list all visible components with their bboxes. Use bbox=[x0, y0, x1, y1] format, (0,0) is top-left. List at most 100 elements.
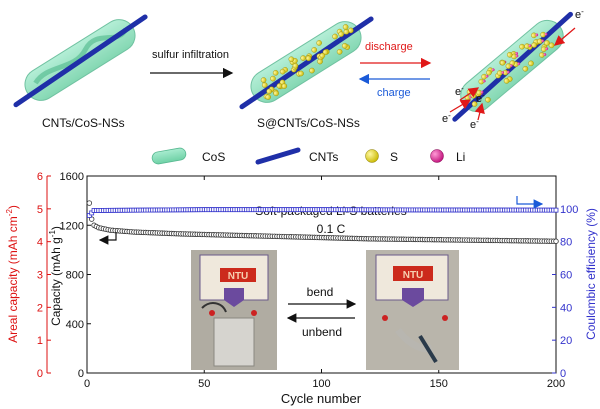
capacity-tick-label: 1200 bbox=[60, 220, 84, 232]
lithium-dot bbox=[517, 62, 521, 66]
sulfur-dot bbox=[298, 70, 304, 77]
x-tick-label: 200 bbox=[547, 378, 565, 390]
legend-item-s: S bbox=[365, 149, 398, 164]
sulfur-dot bbox=[502, 69, 509, 76]
electron-label: e- bbox=[442, 111, 451, 125]
bend-label: bend bbox=[307, 285, 334, 299]
efficiency-tick-label: 100 bbox=[560, 204, 578, 216]
capacity-point bbox=[86, 200, 93, 206]
sulfur-dot bbox=[486, 69, 492, 76]
efficiency-axis-label: Coulombic efficiency (%) bbox=[584, 208, 598, 340]
capacity-tick-label: 400 bbox=[66, 319, 84, 331]
sulfur-dot bbox=[540, 31, 546, 38]
electron-arrow bbox=[449, 99, 472, 113]
tube-stage3 bbox=[452, 11, 573, 122]
efficiency-tick-label: 80 bbox=[560, 237, 572, 249]
lithium-dot bbox=[509, 64, 513, 68]
areal-tick-label: 0 bbox=[37, 368, 43, 380]
sulfur-dot bbox=[485, 96, 491, 103]
legend-item-cos: CoS bbox=[151, 147, 225, 165]
sulfur-dot bbox=[300, 55, 306, 61]
areal-tick-label: 1 bbox=[37, 335, 43, 347]
svg-text:Li: Li bbox=[456, 150, 465, 164]
electron-arrow bbox=[474, 102, 485, 121]
sulfur-dot bbox=[281, 83, 288, 89]
legend: CoS CNTs S Li bbox=[151, 147, 465, 165]
sulfur-dot bbox=[272, 70, 279, 76]
sulfur-dot bbox=[544, 40, 550, 46]
lithium-dot bbox=[544, 32, 548, 36]
sulfur-dot bbox=[336, 49, 343, 55]
sulfur-dot bbox=[292, 62, 299, 69]
lithium-dot bbox=[545, 47, 549, 51]
svg-text:S: S bbox=[390, 150, 398, 164]
lithium-dot bbox=[535, 33, 539, 37]
efficiency-tick-label: 0 bbox=[560, 368, 566, 380]
svg-text:CNTs: CNTs bbox=[309, 150, 338, 164]
efficiency-series bbox=[86, 207, 559, 218]
tube-stage1 bbox=[13, 14, 148, 108]
sulfur-dot bbox=[279, 68, 286, 75]
sulfur-dot bbox=[266, 88, 272, 95]
legend-item-li: Li bbox=[430, 149, 465, 164]
schematic: CNTs/CoS-NSs sulfur infiltration S@CNTs/… bbox=[13, 7, 584, 131]
efficiency-tick-label: 60 bbox=[560, 270, 572, 282]
tube-stage2 bbox=[239, 16, 374, 110]
sulfur-dot bbox=[316, 40, 322, 46]
lithium-dot bbox=[506, 70, 510, 74]
sulfur-dot bbox=[276, 83, 283, 89]
arrow1-label: sulfur infiltration bbox=[152, 49, 229, 61]
areal-tick-label: 5 bbox=[37, 204, 43, 216]
svg-text:NTU: NTU bbox=[228, 271, 249, 282]
efficiency-point bbox=[553, 207, 559, 213]
stage1-label: CNTs/CoS-NSs bbox=[42, 116, 125, 130]
lithium-dot bbox=[541, 39, 545, 43]
sulfur-dot bbox=[531, 32, 537, 39]
lithium-dot bbox=[515, 54, 519, 58]
electron-label: e- bbox=[476, 91, 485, 105]
chart-subtitle: 0.1 C bbox=[317, 222, 346, 236]
capacity-axis-label: Capacity (mAh g-1) bbox=[48, 226, 63, 326]
sulfur-dot bbox=[478, 78, 485, 85]
electron-arrow bbox=[459, 87, 480, 101]
sulfur-dot bbox=[273, 90, 279, 97]
sulfur-dot bbox=[519, 43, 525, 50]
legend-item-cnts: CNTs bbox=[255, 147, 338, 165]
sulfur-dot bbox=[539, 52, 545, 58]
sulfur-dot bbox=[548, 42, 555, 49]
sulfur-dot bbox=[524, 43, 530, 49]
lithium-dot bbox=[501, 71, 505, 74]
sulfur-dot bbox=[503, 78, 510, 84]
x-axis-label: Cycle number bbox=[281, 391, 362, 406]
efficiency-axis-indicator bbox=[516, 196, 544, 209]
electron-label: e- bbox=[575, 7, 584, 21]
lithium-dot bbox=[543, 53, 547, 56]
efficiency-tick-label: 40 bbox=[560, 302, 572, 314]
capacity-tick-label: 0 bbox=[78, 368, 84, 380]
sulfur-dot bbox=[342, 43, 348, 49]
sulfur-dot bbox=[499, 59, 506, 66]
electron-label: e- bbox=[470, 117, 479, 131]
capacity-series bbox=[86, 200, 559, 244]
sulfur-dot bbox=[528, 60, 534, 67]
sulfur-dot bbox=[541, 46, 547, 52]
sulfur-dot bbox=[505, 63, 512, 69]
sulfur-dot bbox=[522, 66, 529, 72]
capacity-tick-label: 800 bbox=[66, 270, 84, 282]
sulfur-dot bbox=[497, 70, 503, 76]
inset-photo-flat: NTU bbox=[191, 250, 277, 370]
areal-tick-label: 2 bbox=[37, 302, 43, 314]
sulfur-dot bbox=[265, 94, 271, 100]
lithium-sulfide-particles bbox=[464, 31, 555, 107]
inset-photo-bent: NTU bbox=[366, 250, 459, 370]
lithium-dot bbox=[491, 68, 495, 72]
x-tick-label: 150 bbox=[430, 378, 448, 390]
areal-axis-label: Areal capacity (mAh cm-2) bbox=[5, 205, 20, 343]
sulfur-dot bbox=[481, 73, 487, 80]
svg-text:CoS: CoS bbox=[202, 150, 225, 164]
